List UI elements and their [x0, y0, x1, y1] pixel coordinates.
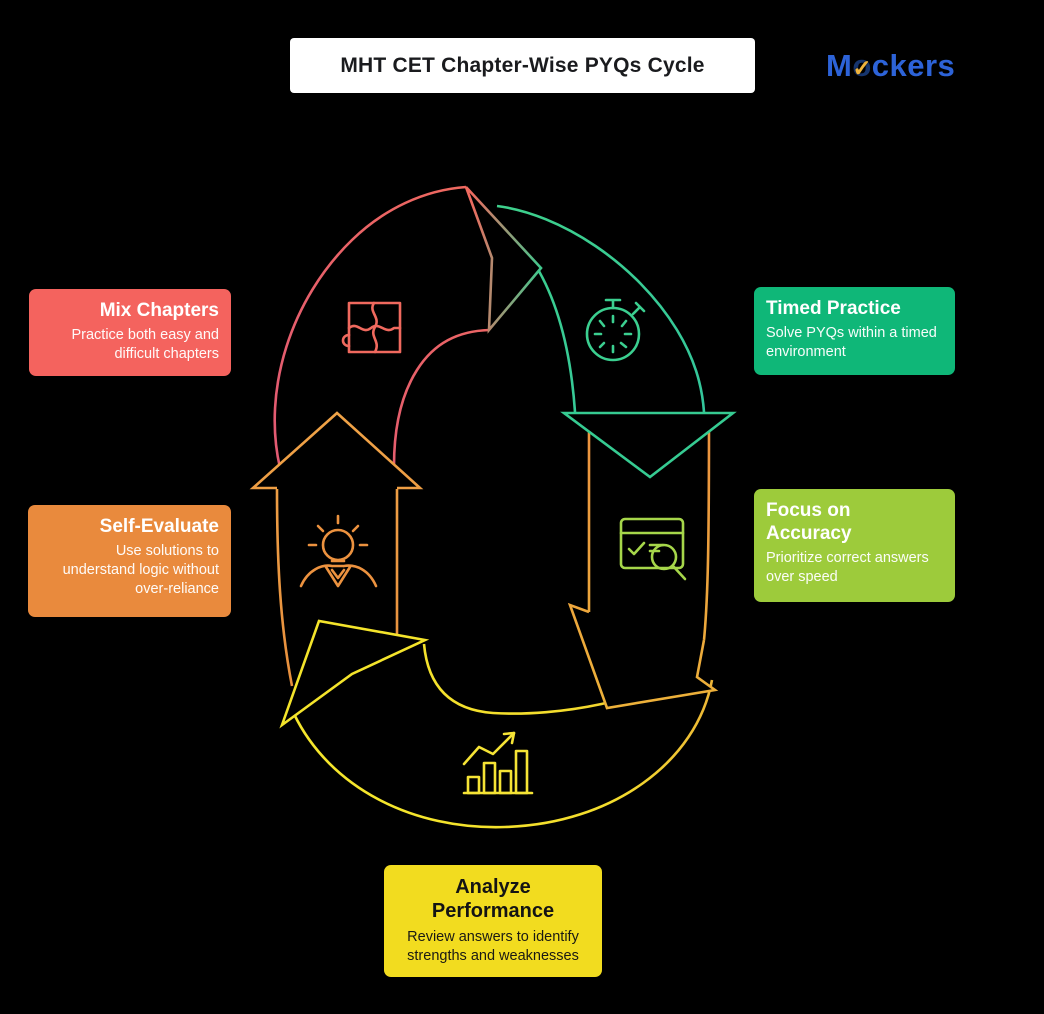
cycle-arrow-right-band	[587, 413, 711, 641]
brand-text-start: M	[826, 48, 853, 83]
step-description: Practice both easy and difficult chapter…	[71, 327, 219, 363]
step-card-self-evaluate: Self-Evaluate Use solutions to understan…	[28, 505, 231, 617]
arrowhead-right-down	[560, 411, 737, 479]
step-card-analyze-performance: Analyze Performance Review answers to id…	[384, 865, 602, 977]
brand-o-letter: o✓	[852, 48, 873, 83]
bulb-person-icon	[299, 514, 378, 588]
step-description: Review answers to identify strengths and…	[407, 928, 579, 964]
brand-checkmark-icon: ✓	[852, 55, 873, 81]
step-title: Mix Chapters	[99, 300, 219, 321]
arrowhead-bottom-left	[279, 619, 430, 729]
cycle-arrow-top-right	[496, 204, 706, 413]
arrowhead-bottom-right-fill	[570, 605, 715, 708]
cycle-arrow-top-left	[273, 185, 490, 469]
stopwatch-icon	[585, 298, 646, 362]
page-title-text: MHT CET Chapter-Wise PYQs Cycle	[340, 53, 705, 77]
step-card-focus-on-accuracy: Focus on Accuracy Prioritize correct ans…	[754, 489, 955, 602]
step-description: Prioritize correct answers over speed	[766, 550, 929, 586]
arrowhead-left-up	[249, 411, 424, 490]
arrowhead-left-up-fill	[253, 413, 420, 488]
step-title: Self-Evaluate	[99, 516, 219, 537]
cycle-arrow-left-band	[275, 488, 399, 687]
arrowhead-bottom-right	[567, 602, 719, 710]
step-card-timed-practice: Timed Practice Solve PYQs within a timed…	[754, 287, 955, 375]
checklist-magnifier-icon	[619, 517, 687, 581]
page-title: MHT CET Chapter-Wise PYQs Cycle	[290, 38, 755, 93]
growth-chart-icon	[462, 731, 534, 795]
step-title: Analyze Performance	[431, 876, 555, 923]
step-title: Focus on Accuracy	[766, 500, 852, 545]
cycle-icons	[299, 298, 687, 795]
step-card-mix-chapters: Mix Chapters Practice both easy and diff…	[29, 289, 231, 376]
cycle-bands	[273, 185, 714, 829]
puzzle-icon	[341, 301, 402, 354]
cycle-arrowheads	[249, 186, 737, 729]
brand-text-end: ckers	[871, 48, 956, 83]
step-description: Use solutions to understand logic withou…	[62, 543, 219, 598]
brand-logo: Mo✓ckers	[826, 48, 955, 84]
step-title: Timed Practice	[766, 298, 901, 319]
arrowhead-top	[464, 186, 543, 334]
step-description: Solve PYQs within a timed environment	[766, 325, 937, 361]
